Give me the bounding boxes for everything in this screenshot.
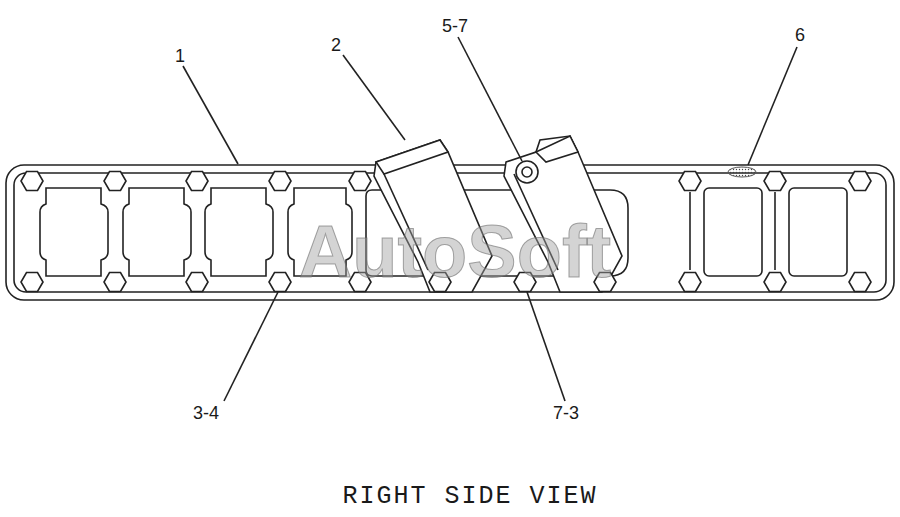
callout-number: 3-4	[193, 404, 219, 422]
callout-number: 5-7	[442, 17, 468, 35]
callout-number: 7-3	[553, 404, 579, 422]
view-caption: RIGHT SIDE VIEW	[342, 484, 597, 509]
callout-number: 1	[175, 47, 185, 65]
watermark: AutoSoft	[299, 215, 611, 289]
callout-number: 6	[795, 26, 805, 44]
callout-number: 2	[331, 36, 341, 54]
